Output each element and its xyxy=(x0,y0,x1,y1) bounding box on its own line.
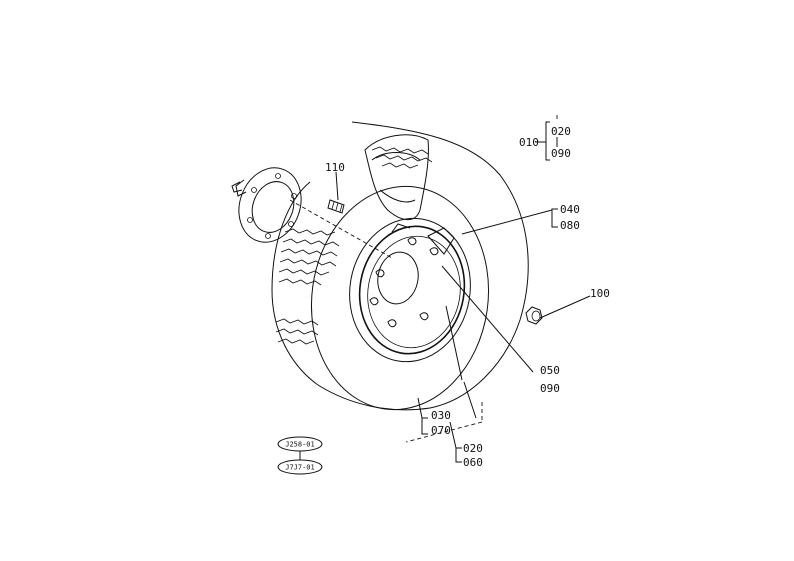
badge-bottom-text: J7J7-01 xyxy=(285,464,315,472)
callout-080: 080 xyxy=(560,219,580,232)
badge-top-text: J258-01 xyxy=(285,441,315,449)
wheel-nut xyxy=(525,306,543,325)
serial-badges: J258-01 J7J7-01 xyxy=(277,436,323,475)
callout-020-bottom: 020 xyxy=(463,442,483,455)
callout-110: 110 xyxy=(325,161,345,174)
callout-020-top: 020 xyxy=(551,125,571,138)
callout-050: 050 xyxy=(540,364,560,377)
callout-040: 040 xyxy=(560,203,580,216)
rim xyxy=(349,217,471,363)
callout-090-top: 090 xyxy=(551,147,571,160)
tread-pattern xyxy=(275,146,433,345)
valve-stem xyxy=(445,305,463,381)
callout-070: 070 xyxy=(431,424,451,437)
callout-100: 100 xyxy=(590,287,610,300)
assembly-axis xyxy=(289,199,393,259)
callout-labels: 010 020 090 040 080 100 110 050 090 030 … xyxy=(325,125,610,469)
callout-060: 060 xyxy=(463,456,483,469)
badge-bottom xyxy=(277,459,323,475)
callout-010: 010 xyxy=(519,136,539,149)
callout-090-bottom: 090 xyxy=(540,382,560,395)
hub-flange xyxy=(231,167,302,243)
tire xyxy=(271,121,529,411)
stud-bolt xyxy=(327,199,345,214)
leader-lines xyxy=(335,115,591,463)
callout-030: 030 xyxy=(431,409,451,422)
